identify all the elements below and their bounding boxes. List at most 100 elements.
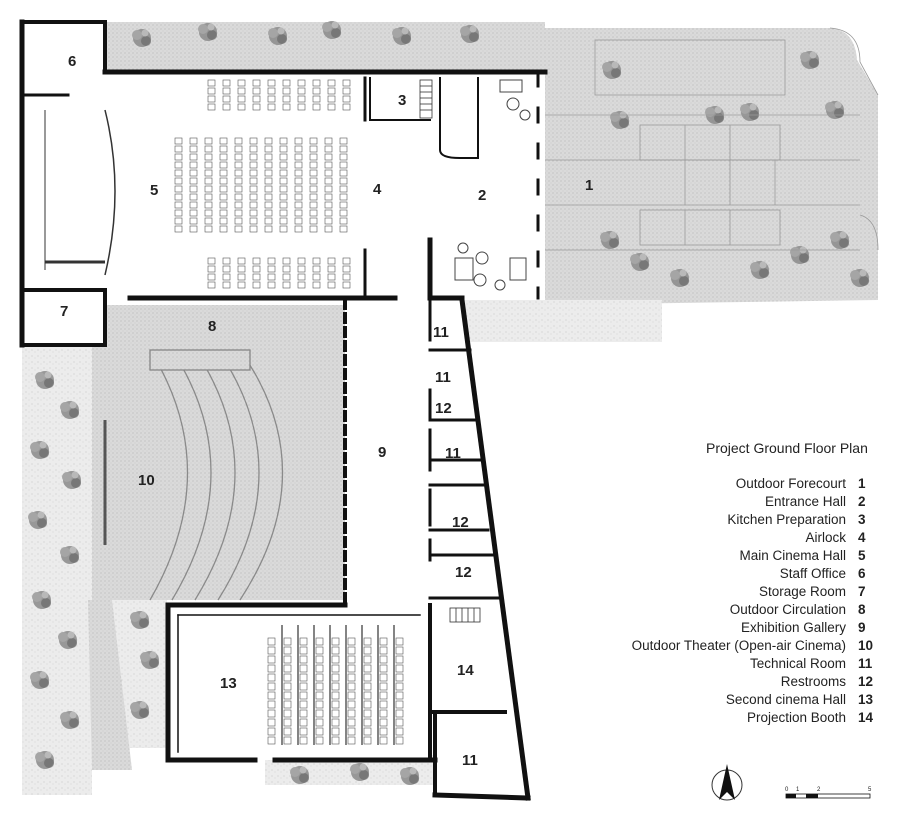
- seat: [309, 217, 318, 225]
- seat: [294, 217, 303, 225]
- seat: [395, 700, 404, 709]
- legend-label: Restrooms: [780, 674, 846, 689]
- seat: [294, 145, 303, 153]
- room-labels: 1 2 3 4 5 6 7 8 9 10 11 11 11 12 12 12 1…: [60, 53, 593, 769]
- stairs: [419, 79, 481, 623]
- seat: [249, 145, 258, 153]
- seat: [234, 137, 243, 145]
- seat: [279, 153, 288, 161]
- seat: [249, 153, 258, 161]
- seat: [347, 646, 356, 655]
- seat: [342, 265, 351, 273]
- seat: [219, 145, 228, 153]
- seat: [347, 709, 356, 718]
- seat: [379, 700, 388, 709]
- seat: [189, 161, 198, 169]
- seat: [294, 193, 303, 201]
- seat: [324, 217, 333, 225]
- seat: [331, 700, 340, 709]
- seat: [312, 265, 321, 273]
- legend-title: Project Ground Floor Plan: [706, 440, 868, 456]
- seat: [327, 281, 336, 289]
- seat: [363, 637, 372, 646]
- seat: [279, 201, 288, 209]
- seat: [324, 145, 333, 153]
- seat: [339, 185, 348, 193]
- seat: [379, 655, 388, 664]
- seat: [207, 273, 216, 281]
- seat: [219, 169, 228, 177]
- seat: [219, 185, 228, 193]
- seat: [312, 95, 321, 103]
- seat: [379, 709, 388, 718]
- seat: [379, 736, 388, 745]
- main-hall-stage: [44, 109, 116, 276]
- seat: [207, 87, 216, 95]
- seat: [297, 79, 306, 87]
- seat: [204, 201, 213, 209]
- seat: [174, 161, 183, 169]
- room-label: 5: [150, 182, 158, 199]
- seat: [363, 646, 372, 655]
- seat: [189, 193, 198, 201]
- seat: [331, 664, 340, 673]
- legend-label: Outdoor Forecourt: [735, 476, 846, 491]
- seat: [204, 145, 213, 153]
- seat: [347, 655, 356, 664]
- seat: [282, 87, 291, 95]
- seat: [342, 281, 351, 289]
- seat: [324, 185, 333, 193]
- seat: [309, 153, 318, 161]
- seat: [204, 185, 213, 193]
- seat: [363, 691, 372, 700]
- seat: [222, 281, 231, 289]
- seat: [363, 727, 372, 736]
- seat: [279, 177, 288, 185]
- legend-number: 5: [858, 548, 866, 563]
- seat: [207, 281, 216, 289]
- seat: [264, 161, 273, 169]
- seat: [267, 727, 276, 736]
- seat: [237, 87, 246, 95]
- seat: [267, 79, 276, 87]
- seat: [299, 700, 308, 709]
- seat: [297, 257, 306, 265]
- seat: [395, 664, 404, 673]
- seat: [379, 691, 388, 700]
- seat: [379, 718, 388, 727]
- seat: [395, 673, 404, 682]
- seat: [395, 691, 404, 700]
- seat: [189, 217, 198, 225]
- seat: [347, 727, 356, 736]
- seat: [267, 646, 276, 655]
- seat: [204, 153, 213, 161]
- scale-tick: 2: [817, 787, 821, 793]
- seat: [312, 87, 321, 95]
- seat: [204, 161, 213, 169]
- seat: [297, 273, 306, 281]
- seat: [309, 193, 318, 201]
- seat: [283, 682, 292, 691]
- seat: [379, 727, 388, 736]
- seat: [379, 664, 388, 673]
- seat: [283, 700, 292, 709]
- seat: [309, 185, 318, 193]
- seat: [267, 691, 276, 700]
- seat: [309, 225, 318, 233]
- seat: [267, 265, 276, 273]
- seat: [363, 664, 372, 673]
- seat: [309, 201, 318, 209]
- seat: [222, 257, 231, 265]
- seat: [249, 137, 258, 145]
- seat: [395, 646, 404, 655]
- seat: [237, 103, 246, 111]
- second-hall-seats: [267, 625, 404, 745]
- legend-number: 2: [858, 494, 866, 509]
- legend-number: 7: [858, 584, 866, 599]
- seat: [315, 727, 324, 736]
- seat: [294, 225, 303, 233]
- seat: [234, 209, 243, 217]
- seat: [264, 185, 273, 193]
- seat: [222, 265, 231, 273]
